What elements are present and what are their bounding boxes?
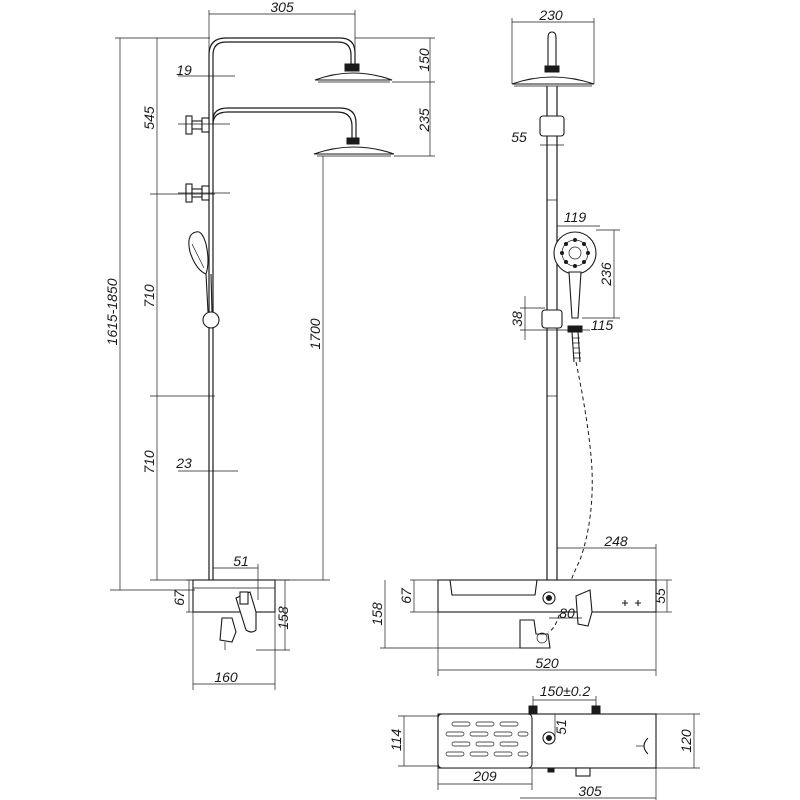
dim-total-height: 1615-1850 xyxy=(104,278,120,345)
dim-total-depth: 158 xyxy=(369,602,385,626)
side-overhead-head-lower xyxy=(313,146,395,155)
dim-handshower-height: 236 xyxy=(598,262,614,287)
dim-shelf-offset: 248 xyxy=(603,533,628,549)
side-wall-bracket-lower xyxy=(178,183,230,203)
front-tray xyxy=(449,579,538,596)
side-top-rail-inner xyxy=(212,41,352,66)
side-mixer-body xyxy=(192,579,276,613)
dim-body-width: 520 xyxy=(535,655,559,671)
front-holder xyxy=(539,115,565,137)
dim-holder-width: 55 xyxy=(511,129,527,145)
dim-overhead-height: 150 xyxy=(416,48,432,72)
top-inlet-left xyxy=(528,705,538,715)
front-overhead-head xyxy=(511,76,595,85)
dim-middle-section: 710 xyxy=(141,284,157,308)
dim-upper-section: 545 xyxy=(141,106,157,130)
side-handshower-head xyxy=(188,231,209,275)
dim-top-width: 305 xyxy=(578,783,602,799)
dim-mixer-lower: 67 xyxy=(171,589,187,606)
side-handshower-handle xyxy=(205,273,209,313)
side-overhead-nut-upper xyxy=(344,63,360,72)
side-wall-bracket-upper xyxy=(178,115,230,135)
dim-handshower-width: 119 xyxy=(564,209,587,225)
dim-inlet-spacing: 150±0.2 xyxy=(540,683,591,699)
dim-slider-height: 38 xyxy=(509,311,525,327)
top-dimensions xyxy=(398,696,700,800)
dim-body-depth: 120 xyxy=(678,729,694,753)
side-holder-knob xyxy=(202,311,220,329)
front-control-icons xyxy=(622,600,641,606)
side-lower-arm xyxy=(212,107,357,140)
dim-control-height: 55 xyxy=(652,588,668,604)
dim-mixer-top: 51 xyxy=(233,553,249,569)
dim-lower-section: 710 xyxy=(141,450,157,474)
dim-tray-depth: 114 xyxy=(388,729,404,752)
dim-mixer-height: 158 xyxy=(275,606,291,630)
dim-head-diameter: 230 xyxy=(538,7,563,23)
front-dimensions xyxy=(380,18,672,676)
front-mixer-handle xyxy=(575,589,593,627)
dim-tray-width: 209 xyxy=(472,768,497,784)
side-dimensions xyxy=(110,10,435,690)
top-inlet-right xyxy=(591,705,601,715)
dim-shelf-height: 67 xyxy=(398,587,414,604)
front-view: 230 55 119 236 38 115 248 55 67 158 80 5… xyxy=(369,7,672,676)
front-top-arm xyxy=(547,31,557,66)
top-spout xyxy=(575,767,591,777)
dim-overhead-drop: 235 xyxy=(416,108,432,133)
dim-pipe-offset: 19 xyxy=(176,62,192,78)
side-view: 305 19 150 545 235 1615-1850 710 1700 71… xyxy=(104,0,435,690)
dim-inlet-offset: 51 xyxy=(553,719,569,735)
dim-slider-width: 115 xyxy=(591,317,614,333)
side-top-rail xyxy=(208,37,356,66)
side-mixer-spout xyxy=(219,617,237,643)
top-tray-slots xyxy=(445,721,529,757)
front-slider xyxy=(541,309,563,329)
side-overhead-head-upper xyxy=(314,72,393,81)
top-view: 150±0.2 51 114 120 209 305 xyxy=(388,683,700,800)
dim-mixer-depth: 160 xyxy=(214,669,238,685)
dim-pipe-length: 1700 xyxy=(307,318,323,349)
dim-knob-gap: 80 xyxy=(559,605,575,621)
front-handshower-handle xyxy=(568,271,582,319)
dim-lower-offset: 23 xyxy=(175,455,192,471)
top-tray xyxy=(437,713,533,769)
dim-rail-width: 305 xyxy=(270,0,294,15)
